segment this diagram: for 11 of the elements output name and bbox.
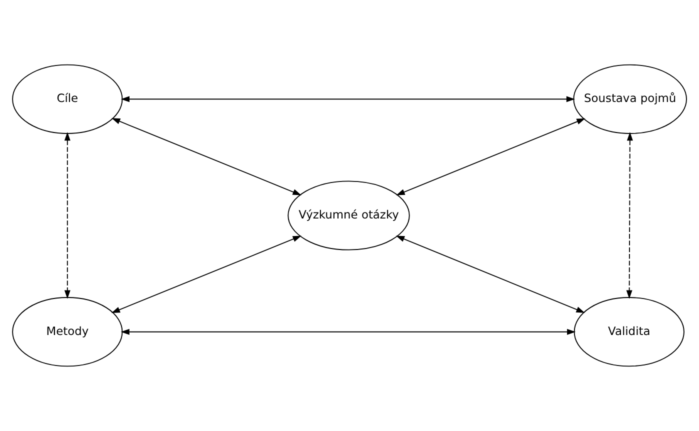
- node-ellipse: Výzkumné otázky: [288, 180, 410, 250]
- arrow: [64, 132, 70, 299]
- arrow: [112, 118, 302, 196]
- arrow: [396, 236, 585, 313]
- arrow: [120, 96, 576, 102]
- node-ellipse: Metody: [12, 297, 123, 367]
- node-ellipse: Soustava pojmů: [573, 64, 687, 134]
- arrow: [111, 236, 302, 314]
- arrow: [396, 118, 586, 196]
- arrow: [120, 328, 576, 335]
- arrow: [626, 132, 633, 299]
